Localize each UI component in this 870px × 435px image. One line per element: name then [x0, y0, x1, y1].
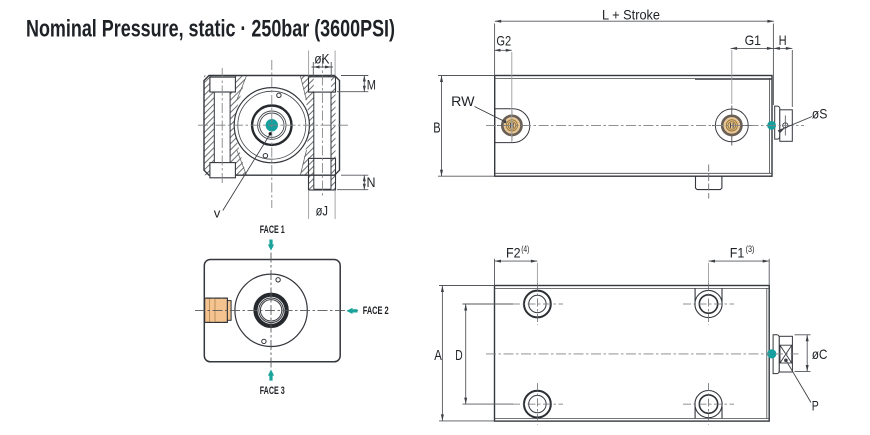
svg-text:P: P [812, 399, 819, 414]
svg-text:FACE 1: FACE 1 [260, 224, 285, 236]
svg-text:v: v [214, 206, 221, 220]
svg-text:D: D [455, 348, 462, 364]
svg-text:F2: F2 [506, 246, 521, 261]
svg-text:F1: F1 [730, 246, 745, 261]
svg-text:(3): (3) [746, 244, 755, 254]
svg-text:G1: G1 [745, 33, 761, 48]
svg-text:FACE 3: FACE 3 [260, 385, 285, 397]
svg-text:L + Stroke: L + Stroke [602, 7, 660, 22]
svg-text:øJ: øJ [316, 203, 328, 218]
svg-text:(4): (4) [521, 244, 529, 254]
svg-text:øC: øC [812, 347, 828, 362]
svg-text:M: M [367, 77, 376, 92]
svg-text:RW: RW [451, 94, 474, 109]
svg-text:H: H [779, 33, 787, 48]
svg-text:N: N [367, 175, 376, 190]
svg-text:FACE 2: FACE 2 [363, 305, 389, 317]
svg-text:G2: G2 [496, 34, 511, 49]
svg-text:øS: øS [812, 107, 828, 122]
svg-text:B: B [433, 121, 440, 137]
svg-text:Nominal Pressure, static · 250: Nominal Pressure, static · 250bar (3600P… [26, 16, 395, 43]
svg-text:øK: øK [314, 51, 330, 66]
svg-text:A: A [434, 348, 442, 364]
